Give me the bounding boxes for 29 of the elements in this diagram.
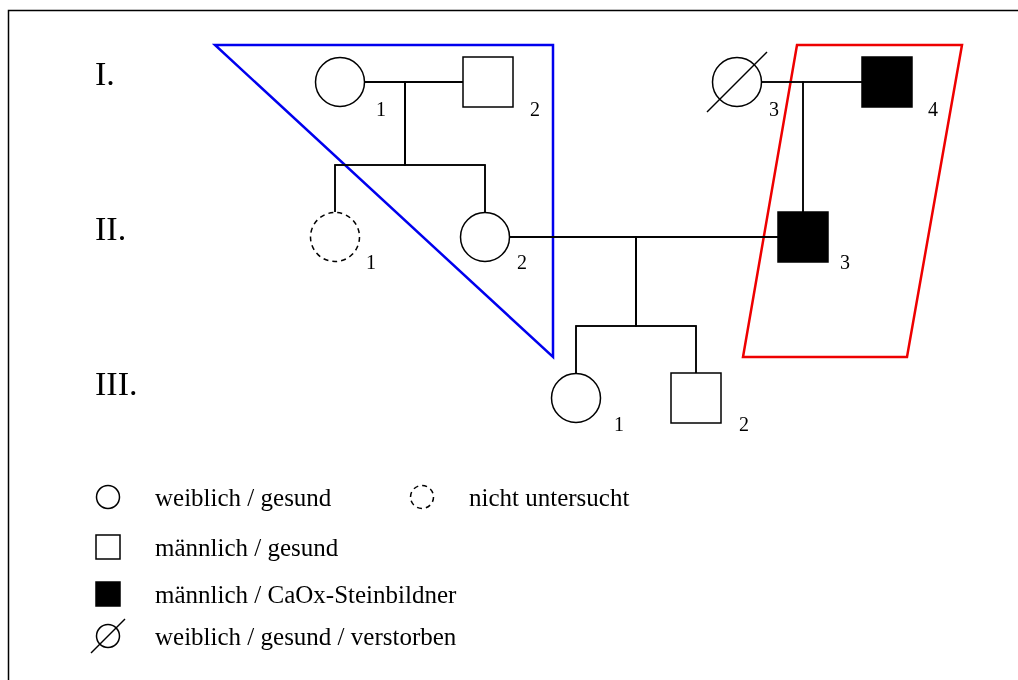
- individual-number: 2: [530, 98, 540, 120]
- legend-text: nicht untersucht: [469, 484, 630, 512]
- deceased-female-symbol: [706, 51, 768, 113]
- individual-number: 3: [840, 251, 850, 273]
- affected-male-symbol: [777, 211, 829, 263]
- female-symbol: [314, 56, 366, 108]
- legend-text: weiblich / gesund: [155, 484, 332, 512]
- pedigree-line: [635, 236, 779, 374]
- legend-text: männlich / CaOx-Steinbildner: [155, 581, 457, 609]
- legend-text: männlich / gesund: [155, 534, 339, 562]
- pedigree-line: [802, 81, 863, 213]
- male-symbol: [670, 372, 722, 424]
- pedigree-line: [404, 81, 486, 213]
- female-symbol: [550, 372, 602, 424]
- female-symbol: [459, 211, 511, 263]
- individual-number: 2: [517, 251, 527, 273]
- individual-number: 1: [614, 413, 624, 435]
- individual-number: 3: [769, 98, 779, 120]
- generation-label: II.: [95, 210, 127, 248]
- individual-number: 2: [739, 413, 749, 435]
- individual-number: 4: [928, 98, 938, 120]
- generation-label: III.: [95, 365, 138, 403]
- individual-number: 1: [376, 98, 386, 120]
- unexamined-symbol: [309, 211, 361, 263]
- affected-male-symbol: [861, 56, 913, 108]
- individual-number: 1: [366, 251, 376, 273]
- male-symbol: [462, 56, 514, 108]
- generation-label: I.: [95, 55, 115, 93]
- legend-text: weiblich / gesund / verstorben: [155, 623, 457, 651]
